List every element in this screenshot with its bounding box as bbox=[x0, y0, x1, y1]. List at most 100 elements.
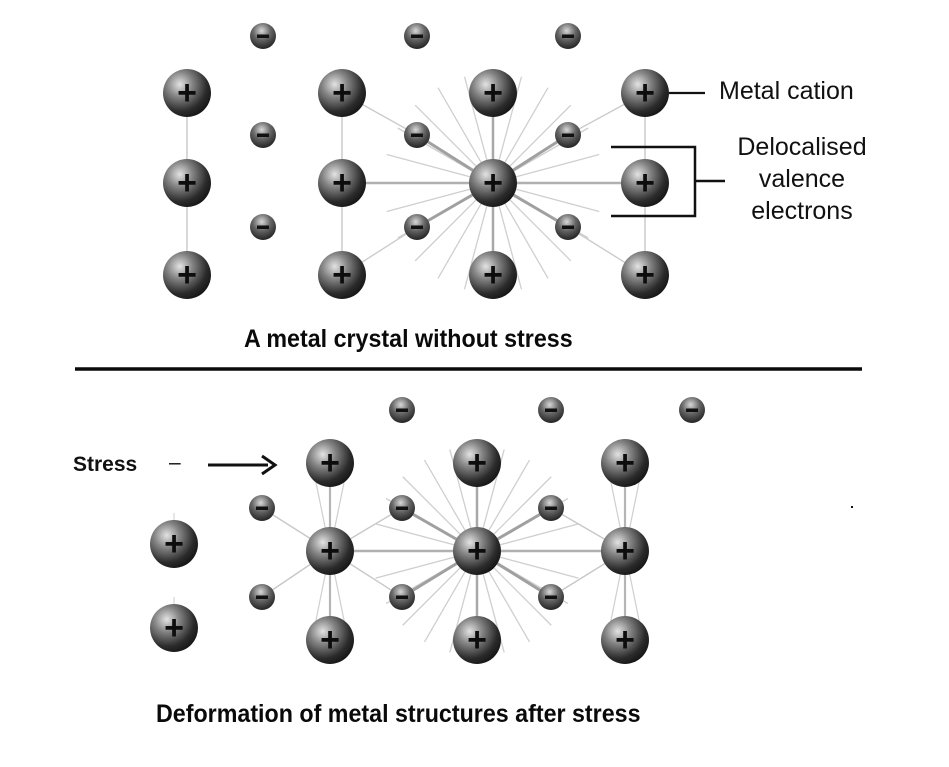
radial-line bbox=[516, 153, 600, 178]
metal-cation: + bbox=[621, 251, 669, 299]
metal-cation: + bbox=[453, 527, 501, 575]
minus-icon bbox=[545, 595, 557, 599]
metal-cation: + bbox=[306, 439, 354, 487]
electron bbox=[538, 495, 564, 521]
plus-icon: + bbox=[635, 164, 655, 202]
minus-icon bbox=[686, 408, 698, 412]
minus-icon bbox=[257, 133, 269, 137]
radial-line bbox=[500, 556, 579, 579]
cation-sphere bbox=[601, 527, 649, 575]
electron bbox=[249, 584, 275, 610]
minus-icon bbox=[396, 506, 408, 510]
metal-cation: + bbox=[621, 69, 669, 117]
cation-sphere bbox=[621, 159, 669, 207]
radial-line bbox=[386, 188, 470, 213]
caption-top: A metal crystal without stress bbox=[244, 325, 573, 353]
radial-line bbox=[500, 523, 579, 546]
cation-sphere bbox=[163, 69, 211, 117]
metal-cation: + bbox=[163, 159, 211, 207]
metal-cation: + bbox=[453, 439, 501, 487]
metal-cation-label: Metal cation bbox=[719, 77, 854, 105]
metal-cation: + bbox=[163, 251, 211, 299]
minus-icon bbox=[545, 408, 557, 412]
cation-sphere bbox=[150, 520, 198, 568]
electron bbox=[538, 397, 564, 423]
radial-line bbox=[437, 203, 482, 279]
plus-icon: + bbox=[483, 74, 503, 112]
plus-icon: + bbox=[467, 621, 487, 659]
caption-bottom: Deformation of metal structures after st… bbox=[156, 700, 641, 728]
minus-icon bbox=[411, 133, 423, 137]
radial-line bbox=[493, 476, 552, 535]
stress-label: Stress bbox=[73, 453, 138, 476]
metal-cation: + bbox=[318, 251, 366, 299]
minus-icon bbox=[256, 595, 268, 599]
radial-line bbox=[414, 104, 477, 167]
electron bbox=[555, 23, 581, 49]
delocalised-bracket bbox=[611, 145, 725, 218]
cation-sphere bbox=[601, 439, 649, 487]
minus-icon bbox=[411, 225, 423, 229]
metal-cation: + bbox=[601, 527, 649, 575]
cation-sphere bbox=[318, 69, 366, 117]
plus-icon: + bbox=[635, 256, 655, 294]
radial-line bbox=[402, 567, 461, 626]
plus-icon: + bbox=[467, 444, 487, 482]
radial-line bbox=[463, 76, 488, 160]
plus-icon: + bbox=[615, 621, 635, 659]
electron bbox=[555, 214, 581, 240]
plus-icon: + bbox=[635, 74, 655, 112]
plus-icon: + bbox=[164, 525, 184, 563]
electron bbox=[555, 122, 581, 148]
delocalised-label-line2: valence bbox=[758, 165, 846, 193]
electron bbox=[404, 122, 430, 148]
radial-line bbox=[402, 476, 461, 535]
electron bbox=[250, 23, 276, 49]
radial-line bbox=[414, 199, 477, 262]
radial-line bbox=[488, 459, 531, 531]
plus-icon: + bbox=[177, 256, 197, 294]
cation-sphere bbox=[150, 604, 198, 652]
plus-icon: + bbox=[320, 621, 340, 659]
cation-sphere bbox=[318, 159, 366, 207]
metal-cation: + bbox=[469, 159, 517, 207]
stress-dash: – bbox=[169, 451, 181, 474]
radial-line bbox=[375, 556, 454, 579]
delocalised-label-line3: electrons bbox=[751, 197, 853, 225]
cation-sphere bbox=[306, 616, 354, 664]
metal-cation: + bbox=[318, 159, 366, 207]
electron bbox=[404, 214, 430, 240]
electron bbox=[250, 214, 276, 240]
electron bbox=[250, 122, 276, 148]
plus-icon: + bbox=[615, 444, 635, 482]
bond-lines bbox=[173, 76, 646, 653]
plus-icon: + bbox=[467, 532, 487, 570]
metal-cation: + bbox=[150, 520, 198, 568]
electron bbox=[389, 495, 415, 521]
metal-cation: + bbox=[318, 69, 366, 117]
annotations bbox=[75, 91, 862, 508]
stress-arrow-head-icon bbox=[261, 454, 278, 476]
metal-cation: + bbox=[453, 616, 501, 664]
plus-icon: + bbox=[483, 256, 503, 294]
metal-cation: + bbox=[163, 69, 211, 117]
plus-icon: + bbox=[615, 532, 635, 570]
cation-sphere bbox=[453, 527, 501, 575]
metal-cation: + bbox=[306, 527, 354, 575]
metal-cation: + bbox=[601, 439, 649, 487]
cation-sphere bbox=[163, 251, 211, 299]
radial-line bbox=[498, 206, 523, 290]
electron bbox=[538, 584, 564, 610]
cation-sphere bbox=[453, 439, 501, 487]
electron bbox=[389, 397, 415, 423]
minus-icon bbox=[257, 34, 269, 38]
minus-icon bbox=[545, 506, 557, 510]
radial-line bbox=[509, 199, 572, 262]
radial-line bbox=[386, 153, 470, 178]
cation-sphere bbox=[469, 69, 517, 117]
radial-line bbox=[516, 188, 600, 213]
plus-icon: + bbox=[332, 74, 352, 112]
minus-icon bbox=[257, 225, 269, 229]
radial-line bbox=[504, 203, 549, 279]
metal-cation: + bbox=[621, 159, 669, 207]
